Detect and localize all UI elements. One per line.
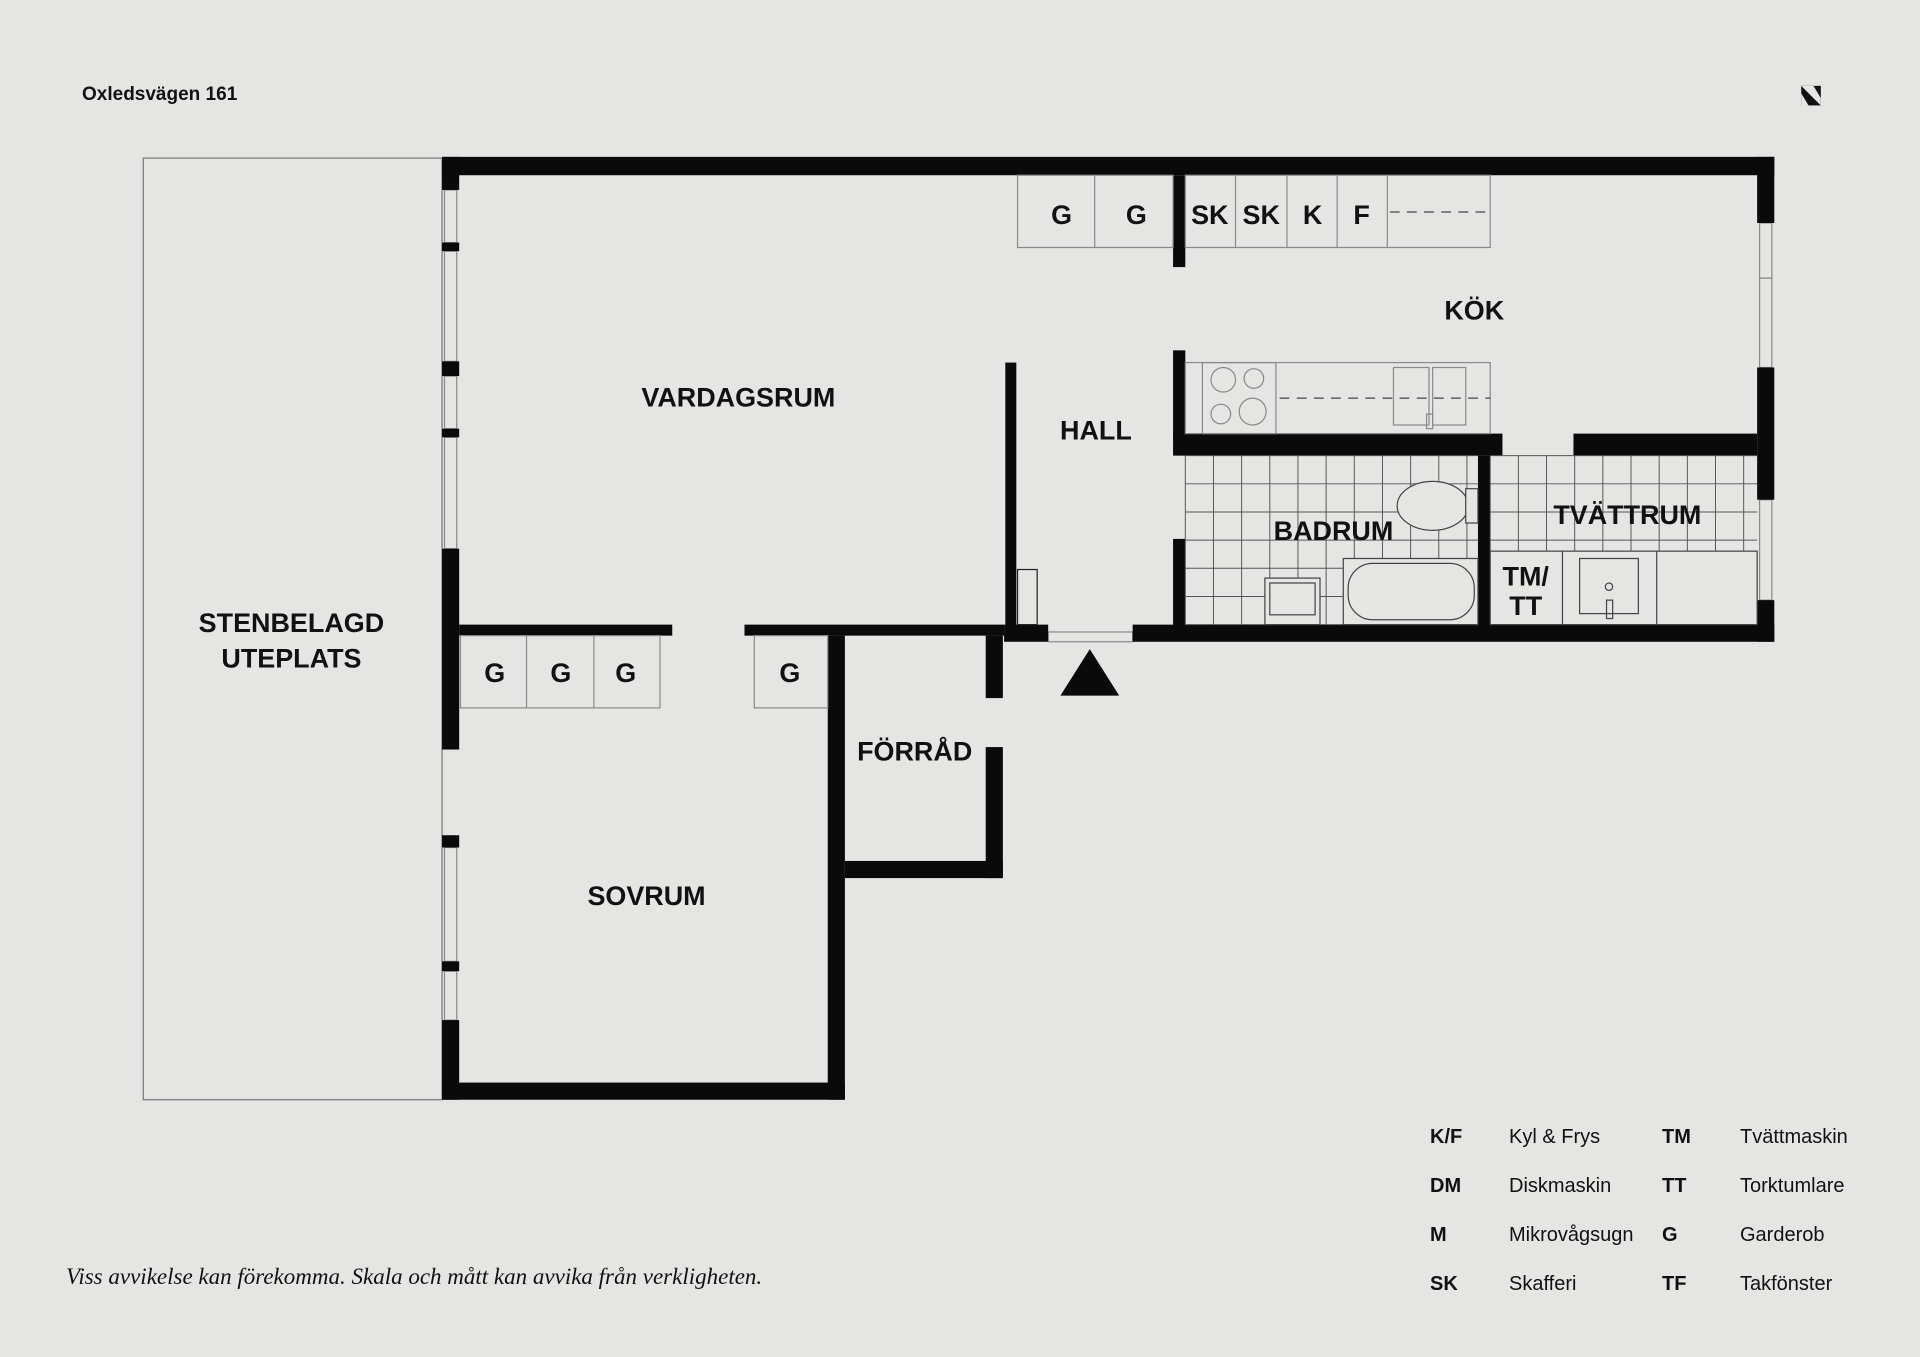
legend-label: Kyl & Frys <box>1509 1126 1601 1148</box>
disclaimer-text: Viss avvikelse kan förekomma. Skala och … <box>66 1264 763 1289</box>
room-label-forrad: FÖRRÅD <box>857 736 972 767</box>
fixture-label: K <box>1303 200 1323 230</box>
room-label-sovrum: SOVRUM <box>587 881 705 911</box>
legend-label: Skafferi <box>1509 1273 1577 1295</box>
entrance-arrow-icon <box>1060 649 1120 696</box>
fixture-label: G <box>779 658 800 688</box>
room-label-uteplats: STENBELAGD <box>199 608 384 638</box>
fixture-label: TM/ <box>1503 561 1550 591</box>
brand-logo-icon <box>1801 85 1821 106</box>
room-label-vardagsrum: VARDAGSRUM <box>641 383 835 413</box>
legend-label: Mikrovågsugn <box>1509 1224 1634 1246</box>
room-label-tvattrum: TVÄTTRUM <box>1553 500 1701 530</box>
room-label-badrum: BADRUM <box>1274 516 1394 546</box>
fixture-label: G <box>550 658 571 688</box>
fixture-label: TT <box>1509 591 1542 621</box>
legend-key: TM <box>1662 1126 1691 1148</box>
built-in-units <box>459 174 1491 709</box>
legend-label: Torktumlare <box>1740 1175 1845 1197</box>
legend-key: TT <box>1662 1175 1687 1197</box>
legend-label: Tvättmaskin <box>1740 1126 1848 1148</box>
property-address: Oxledsvägen 161 <box>82 84 238 105</box>
room-label-hall: HALL <box>1060 416 1132 446</box>
legend-label: Takfönster <box>1740 1273 1833 1295</box>
room-label-uteplats: UTEPLATS <box>221 643 361 673</box>
fixture-label: G <box>484 658 505 688</box>
fixture-label: F <box>1353 200 1369 230</box>
room-label-kok: KÖK <box>1444 296 1504 326</box>
legend-key: TF <box>1662 1273 1687 1295</box>
legend-key: G <box>1662 1224 1678 1246</box>
legend-key: M <box>1430 1224 1447 1246</box>
legend-label: Diskmaskin <box>1509 1175 1612 1197</box>
fixture-label: SK <box>1191 200 1229 230</box>
legend-key: SK <box>1430 1273 1458 1295</box>
fixture-label: G <box>1126 200 1147 230</box>
walls <box>442 156 1775 1100</box>
bathroom-fixtures <box>1264 480 1758 626</box>
legend-key: K/F <box>1430 1126 1463 1148</box>
fixture-label: G <box>615 658 636 688</box>
fixture-label: SK <box>1243 200 1281 230</box>
legend-label: Garderob <box>1740 1224 1825 1246</box>
fixture-label: G <box>1051 200 1072 230</box>
legend-key: DM <box>1430 1175 1462 1197</box>
